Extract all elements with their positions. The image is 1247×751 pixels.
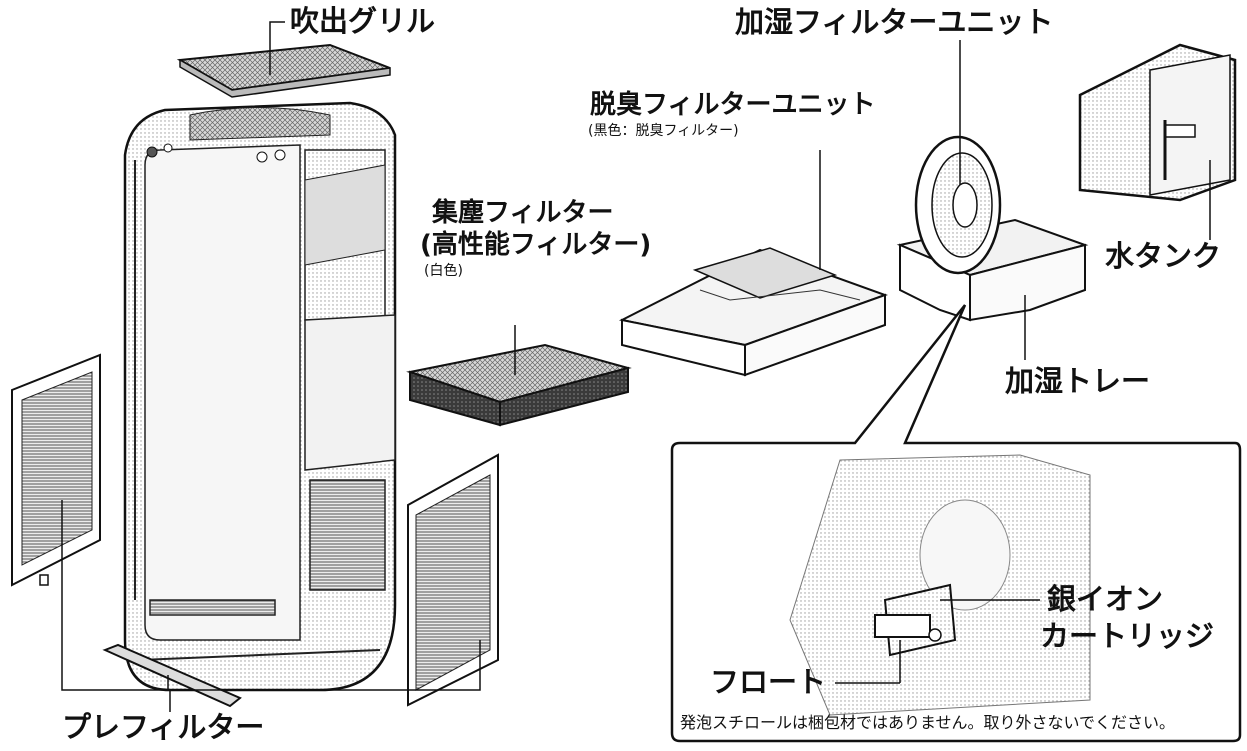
deodorizing-filter-note: (黒色：脱臭フィルター) [588, 123, 739, 139]
water-tank [1078, 43, 1237, 240]
deodorizing-filter-unit [618, 150, 888, 377]
dust-filter-color-label: (白色) [424, 263, 463, 279]
silver-ion-label: 銀イオン [1047, 582, 1164, 616]
pre-filter-leader [61, 500, 481, 712]
detail-callout [670, 304, 1242, 743]
humidifier-filter-unit-label: 加湿フィルターユニット [735, 5, 1054, 39]
outlet-grille-leader [269, 21, 285, 75]
dust-filter [406, 325, 632, 427]
outlet-grille [176, 43, 391, 98]
pre-filter-left [11, 353, 101, 587]
cartridge-label: カートリッジ [1040, 619, 1215, 653]
dust-filter-sub-label: (高性能フィルター) [420, 230, 652, 260]
purifier-body [123, 101, 397, 692]
water-tank-label: 水タンク [1105, 239, 1222, 273]
deodorizing-filter-unit-label: 脱臭フィルターユニット [590, 90, 876, 120]
dust-filter-label: 集塵フィルター [432, 198, 614, 228]
pre-filter-label: プレフィルター [62, 710, 265, 744]
humidifier-filter-unit [914, 40, 1002, 275]
pre-filter-right [407, 453, 499, 707]
styrofoam-note: 発泡スチロールは梱包材ではありません。取り外さないでください。 [680, 713, 1176, 732]
humidifier-tray-label: 加湿トレー [1005, 364, 1151, 398]
float-label: フロート [710, 665, 827, 699]
outlet-grille-label: 吹出グリル [290, 4, 436, 38]
